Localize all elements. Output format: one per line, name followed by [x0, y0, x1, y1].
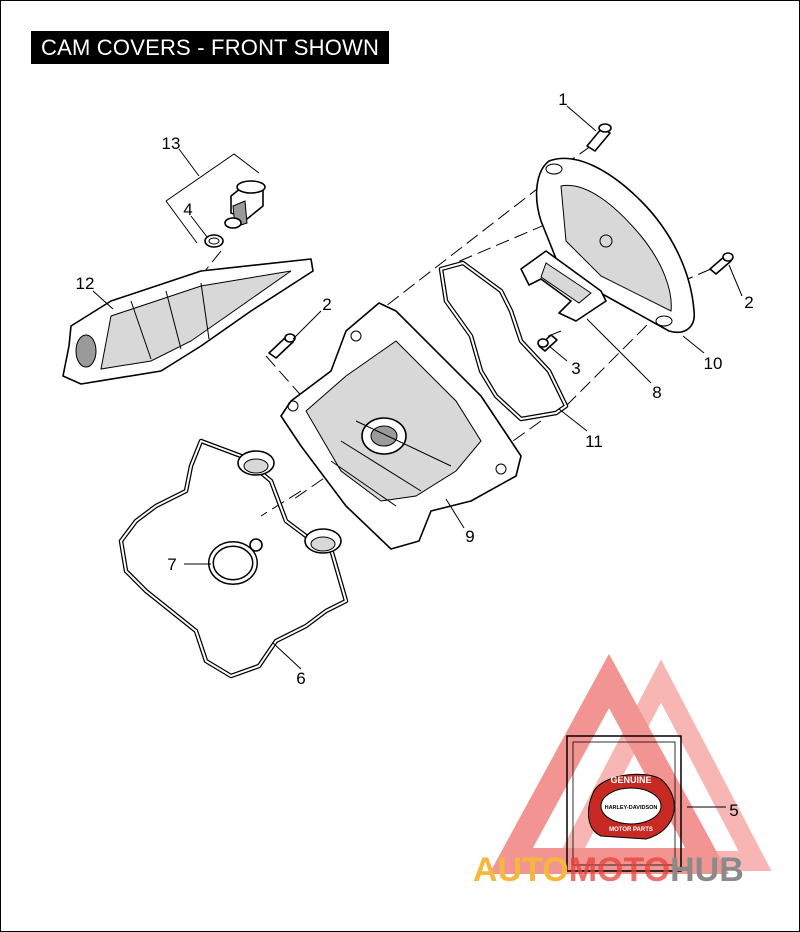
callout-4: 4 [183, 200, 192, 219]
part-1-screw [586, 123, 612, 152]
part-7-o-ring [208, 538, 263, 585]
emblem-bottom-text: MOTOR PARTS [609, 827, 653, 833]
part-5-decal: GENUINE HARLEY-DAVIDSON MOTOR PARTS [566, 735, 682, 872]
watermark-hub: HUB [670, 851, 744, 889]
callout-12: 12 [76, 274, 95, 293]
watermark-triangle [489, 653, 772, 874]
part-9-cam-cover-base [280, 302, 522, 550]
callout-8: 8 [652, 383, 661, 402]
emblem-top-text: GENUINE [610, 775, 651, 785]
part-10-cam-cover [535, 157, 695, 333]
part-8-bracket [520, 250, 607, 322]
leader-lines [92, 105, 743, 808]
part-2-screw-left [268, 333, 296, 359]
callout-11: 11 [585, 432, 603, 451]
part-13-breather [224, 180, 266, 229]
svg-text:AUTOMOTOHUB: AUTOMOTOHUB [473, 851, 744, 889]
callout-labels: 1 2 2 3 4 5 6 7 8 9 10 11 12 13 [76, 90, 754, 820]
watermark-moto: MOTO [569, 851, 670, 889]
part-12-cover-plate [62, 258, 314, 385]
part-2-screw-right [709, 252, 734, 275]
watermark-text: AUTOMOTOHUB [473, 851, 744, 889]
callout-5: 5 [729, 801, 738, 820]
emblem-middle-text: HARLEY-DAVIDSON [605, 805, 658, 811]
diagram-title: CAM COVERS - FRONT SHOWN [31, 31, 390, 64]
callout-6: 6 [296, 669, 305, 688]
callout-9: 9 [465, 527, 474, 546]
emblem-logo: GENUINE HARLEY-DAVIDSON MOTOR PARTS [588, 773, 675, 840]
callout-1: 1 [558, 90, 567, 109]
callout-10: 10 [704, 354, 723, 373]
part-3-screw [537, 334, 558, 352]
part-4-o-ring [204, 234, 224, 248]
part-6-gasket [118, 438, 349, 679]
callout-2-right: 2 [744, 293, 753, 312]
watermark-auto: AUTO [473, 851, 569, 889]
callout-7: 7 [167, 555, 176, 574]
callout-3: 3 [571, 359, 580, 378]
callout-2-left: 2 [322, 295, 331, 314]
part-11-gasket [438, 260, 569, 422]
callout-13: 13 [162, 134, 181, 153]
